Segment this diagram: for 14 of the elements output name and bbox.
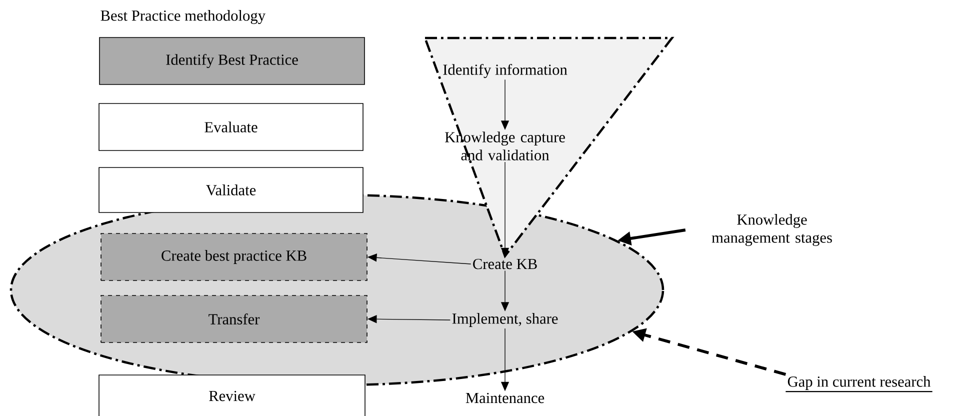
stage-text: Create KB [473, 258, 537, 270]
stage-text: Maintenance [466, 392, 544, 404]
process-box: Review [98, 374, 366, 416]
stage-text: Knowledge capture and validation [445, 132, 565, 160]
stage-text: Identify information [443, 64, 568, 78]
process-box: Evaluate [98, 103, 364, 151]
process-box: Identify Best Practice [99, 37, 365, 85]
dashed-process-box: Transfer [100, 295, 368, 343]
stage-text: Knowledge management stages [712, 214, 832, 246]
heading: Best Practice methodology [100, 10, 266, 24]
annotation-text: Gap in current research [786, 376, 932, 392]
process-box: Validate [98, 167, 364, 213]
stage-text: Implement, share [452, 313, 558, 327]
dashed-process-box: Create best practice KB [100, 233, 368, 281]
